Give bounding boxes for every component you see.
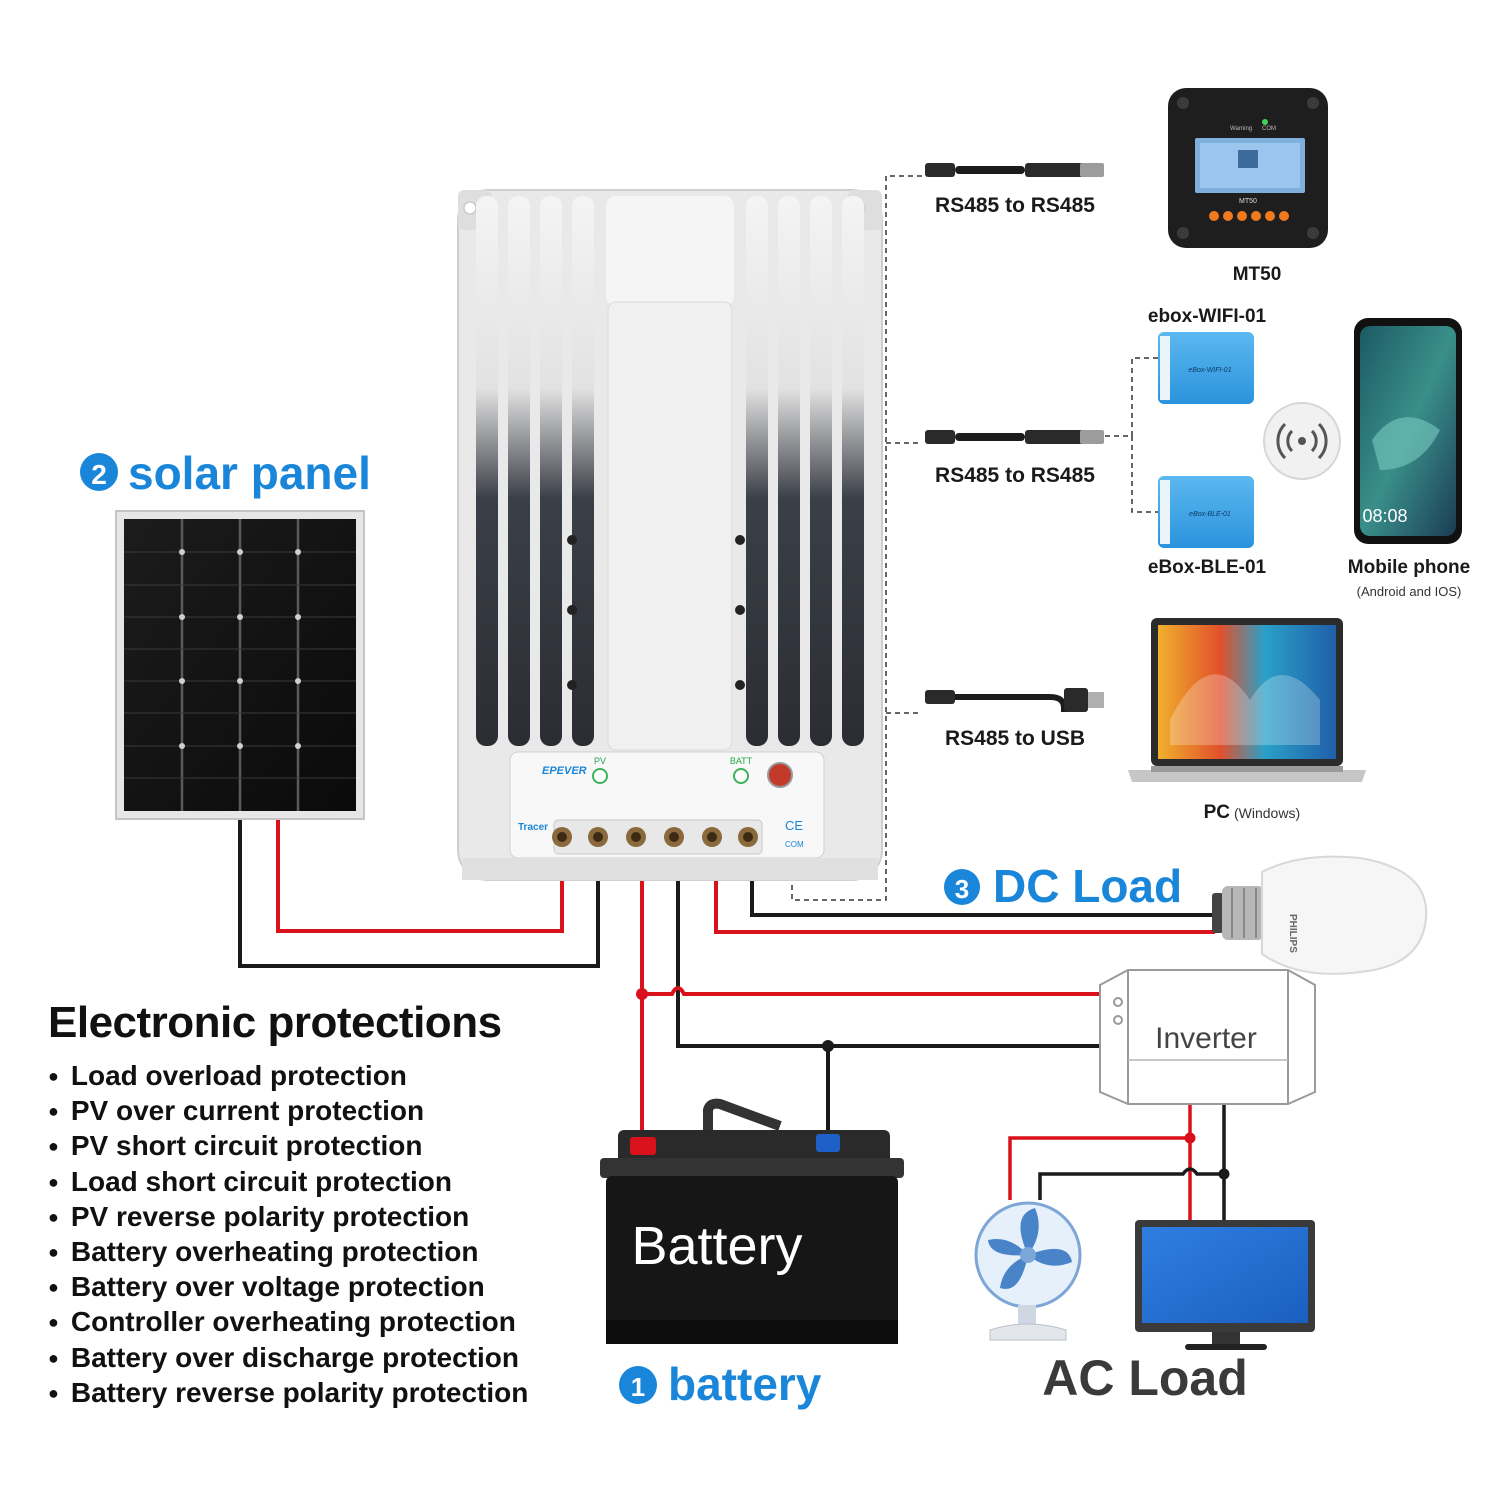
protection-item: Load overload protection (48, 1058, 528, 1093)
rs485-usb-cable: RS485 to USB (925, 688, 1104, 750)
ebox-ble-label: eBox-BLE-01 (1148, 557, 1267, 578)
battery-callout-label: battery (668, 1358, 822, 1410)
controller-terminals (552, 819, 763, 855)
heatsink-fins (476, 196, 864, 751)
ebox-ble-device-text: eBox-BLE-01 (1189, 511, 1231, 518)
dc-load-positive-wire (714, 862, 1215, 934)
dc-load-number: 3 (955, 874, 969, 904)
mt50-label: MT50 (1233, 264, 1282, 285)
rs485-cable-1: RS485 to RS485 (925, 163, 1104, 217)
protections-title: Electronic protections (48, 998, 502, 1047)
solar-panel-label: solar panel (128, 447, 371, 499)
protection-item: Battery over voltage protection (48, 1269, 528, 1304)
mt50-com: COM (1262, 126, 1276, 132)
mobile-phone: 08:08 Mobile phone (Android and IOS) (1348, 318, 1470, 599)
pc-label: PC (1204, 802, 1231, 823)
protection-item: PV reverse polarity protection (48, 1199, 528, 1234)
wiring (238, 175, 1230, 1220)
phone-sub-label: (Android and IOS) (1357, 584, 1462, 599)
rs485-cable-2: RS485 to RS485 (925, 430, 1104, 487)
mt50-warning: Warning (1230, 126, 1252, 132)
controller-button (767, 762, 793, 788)
cable-2-label: RS485 to RS485 (935, 464, 1095, 487)
battery-negative-wire (676, 862, 830, 1140)
mt50-display: Warning COM MT50 MT50 (1168, 88, 1328, 285)
ebox-wifi-label: ebox-WIFI-01 (1148, 306, 1267, 327)
ce-mark: CE (785, 818, 803, 833)
cable-1-label: RS485 to RS485 (935, 194, 1095, 217)
ebox-wifi: ebox-WIFI-01 eBox-WIFI-01 (1148, 306, 1267, 404)
pv-positive-wire (276, 818, 564, 933)
solar-panel-number: 2 (91, 459, 107, 490)
battery: Battery (600, 1098, 904, 1344)
fan (974, 1201, 1082, 1341)
batt-indicator-label: BATT (730, 756, 753, 766)
controller-model: Tracer (518, 822, 548, 833)
battery-number: 1 (631, 1372, 645, 1402)
protections-list: Load overload protection PV over current… (48, 1058, 529, 1410)
batt-indicator-led (733, 768, 749, 784)
ebox-wifi-device-text: eBox-WIFI-01 (1188, 367, 1231, 374)
cable-3-label: RS485 to USB (945, 727, 1085, 750)
pc-laptop: PC (Windows) (1128, 618, 1366, 823)
inverter-label: Inverter (1155, 1022, 1257, 1055)
mt50-screen-brand: MT50 (1239, 198, 1257, 205)
inverter-positive-wire (642, 986, 1100, 996)
battery-callout: 1 battery (619, 1358, 822, 1410)
wireless-signal-icon (1263, 402, 1341, 480)
protection-item: Battery overheating protection (48, 1234, 528, 1269)
ac-load-label: AC Load (1042, 1350, 1248, 1406)
protection-item: PV short circuit protection (48, 1128, 528, 1163)
pv-indicator-label: PV (594, 756, 606, 766)
protection-item: Load short circuit protection (48, 1164, 528, 1199)
pv-negative-wire (238, 818, 600, 968)
charge-controller: EPEVER PV BATT Tracer CE COM (457, 189, 883, 881)
inverter: Inverter (1099, 969, 1316, 1105)
light-bulb: PHILIPS (1212, 855, 1428, 975)
solar-panel (115, 510, 365, 820)
protection-item: Battery over discharge protection (48, 1340, 528, 1375)
solar-panel-callout: 2 solar panel (80, 447, 371, 499)
monitor (1135, 1220, 1315, 1350)
protection-item: Controller overheating protection (48, 1304, 528, 1339)
bulb-brand: PHILIPS (1287, 914, 1298, 953)
dc-load-callout: 3 DC Load (944, 860, 1182, 912)
protection-item: PV over current protection (48, 1093, 528, 1128)
pv-indicator-led (592, 768, 608, 784)
pc-sub-label: (Windows) (1234, 805, 1300, 821)
protection-item: Battery reverse polarity protection (48, 1375, 529, 1410)
controller-brand: EPEVER (542, 765, 587, 777)
phone-clock: 08:08 (1362, 506, 1407, 526)
battery-label: Battery (631, 1216, 802, 1276)
dc-load-label: DC Load (993, 860, 1182, 912)
phone-label: Mobile phone (1348, 557, 1470, 578)
com-port-label: COM (785, 840, 804, 849)
ebox-ble: eBox-BLE-01 eBox-BLE-01 (1148, 476, 1267, 578)
